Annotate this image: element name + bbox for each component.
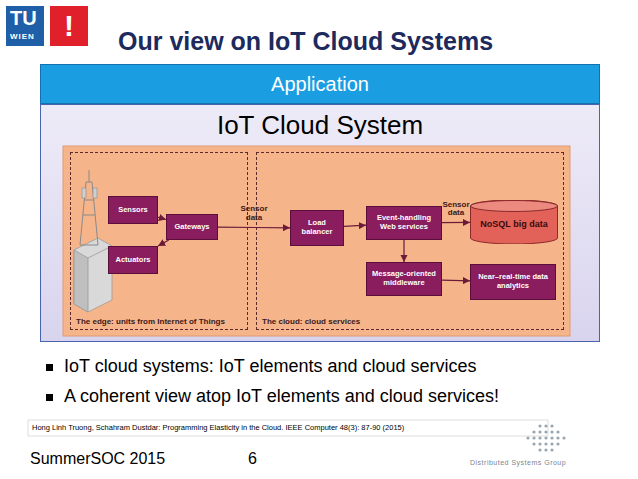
flow-arrow	[403, 240, 404, 262]
process-box: Gateways	[166, 214, 218, 240]
logo-block	[50, 6, 88, 46]
node-text: Sensors	[118, 206, 148, 215]
cylinder-top	[471, 201, 558, 212]
process-box: Near–real-time data analytics	[470, 264, 556, 300]
bullet-square	[46, 394, 53, 401]
node-text: Load balancer	[293, 219, 341, 236]
edge-label: Sensor data	[439, 201, 473, 219]
process-box: Sensors	[108, 196, 158, 224]
slide-title: Our view on IoT Cloud Systems	[118, 27, 493, 56]
tower-illustration	[74, 170, 112, 312]
flow-arrow	[158, 240, 169, 246]
logo-block	[6, 6, 44, 46]
application-band: Application	[40, 64, 600, 104]
region-fill	[40, 104, 600, 342]
node-text: Actuators	[115, 256, 150, 265]
bullet-square	[46, 364, 53, 371]
bullet-text: A coherent view atop IoT elements and cl…	[64, 386, 499, 407]
flow-arrow	[442, 279, 470, 281]
group-name: Distributed Systems Group	[470, 459, 566, 466]
citation-frame	[28, 420, 548, 436]
process-box: Actuators	[108, 246, 158, 274]
node-text: Event-handling Web services	[369, 214, 439, 231]
logo-text: TU	[10, 7, 37, 30]
process-box: Load balancer	[290, 210, 344, 246]
bullet-text: IoT cloud systems: IoT elements and clou…	[64, 356, 477, 377]
node-text: Near–real-time data analytics	[473, 273, 553, 290]
node-text: Message-oriented middleware	[369, 270, 439, 287]
logo-mark: !	[50, 6, 88, 46]
system-region: IoT Cloud SystemThe edge: units from Int…	[40, 104, 600, 342]
database-cylinder: NoSQL big data	[470, 200, 558, 244]
edge-label: Sensor data	[237, 205, 271, 223]
flow-arrow	[218, 227, 290, 229]
flow-arrow	[442, 222, 470, 223]
cloud-zone: The cloud: cloud services Load balancer Ev…	[256, 152, 564, 330]
citation-text: Hong Linh Truong, Schahram Dustdar: Prog…	[32, 423, 404, 432]
logo-text: WIEN	[10, 32, 35, 41]
cylinder-body	[471, 200, 558, 244]
node-text: Application	[271, 73, 369, 96]
node-text: NoSQL big data	[480, 219, 547, 229]
flow-arrow	[344, 225, 366, 226]
edge-zone: The edge: units from Internet of Things S…	[70, 152, 248, 330]
process-box: Event-handling Web services	[366, 206, 442, 240]
flow-arrow	[158, 217, 166, 219]
page-number: 6	[248, 450, 257, 468]
node-text: The edge: units from Internet of Things	[76, 317, 225, 326]
dsg-logo-dots	[526, 424, 565, 451]
process-box: Message-oriented middleware	[366, 262, 442, 296]
figure-background	[63, 146, 570, 336]
node-text: Gateways	[174, 223, 209, 232]
footer-text: SummerSOC 2015	[30, 450, 165, 468]
node-text: IoT Cloud System	[217, 110, 423, 141]
node-text: The cloud: cloud services	[262, 317, 360, 326]
